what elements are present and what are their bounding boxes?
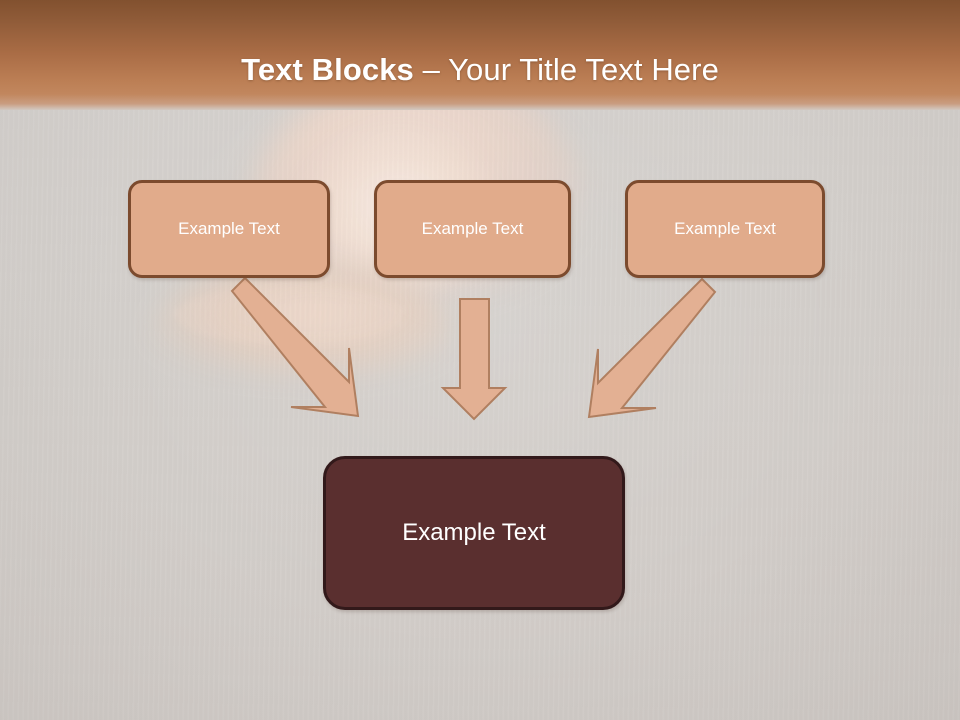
node-box-2-label: Example Text <box>421 219 524 238</box>
header-band <box>0 0 960 110</box>
header-bottom-fade <box>0 94 960 110</box>
node-box-result[interactable]: Example Text <box>323 456 625 610</box>
node-box-2[interactable]: Example Text <box>374 180 571 278</box>
node-box-1[interactable]: Example Text <box>128 180 330 278</box>
page-title-light: – Your Title Text Here <box>422 52 719 87</box>
background-photo-texture-streak <box>175 285 405 345</box>
node-box-1-label: Example Text <box>178 219 280 238</box>
node-box-3[interactable]: Example Text <box>625 180 825 278</box>
page-title-strong: Text Blocks <box>241 52 423 87</box>
node-box-3-label: Example Text <box>674 219 776 238</box>
page-title: Text Blocks – Your Title Text Here <box>0 52 960 88</box>
node-box-result-label: Example Text <box>402 519 546 546</box>
